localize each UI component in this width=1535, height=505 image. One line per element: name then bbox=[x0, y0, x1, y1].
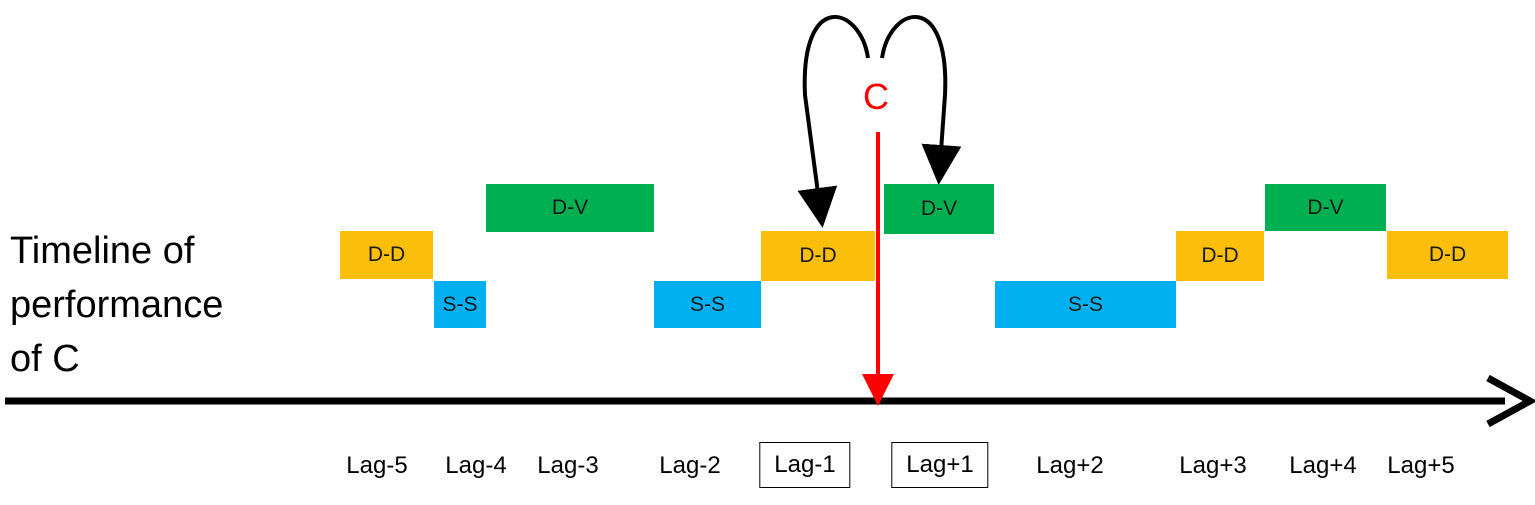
curve-arrow-left bbox=[797, 14, 870, 228]
lag-label: Lag-5 bbox=[346, 452, 408, 479]
block-s-s-3: S-S bbox=[995, 281, 1176, 328]
block-s-s-1: S-S bbox=[434, 281, 486, 328]
block-d-d-2: D-D bbox=[761, 231, 875, 281]
block-s-s-2: S-S bbox=[654, 281, 761, 328]
lag-label-boxed: Lag-1 bbox=[759, 442, 851, 488]
lag-label: Lag-2 bbox=[659, 452, 721, 479]
curve-arrow-right bbox=[880, 14, 962, 185]
lag-label: Lag-4 bbox=[445, 452, 507, 479]
block-d-v-1: D-V bbox=[486, 184, 654, 232]
block-d-d-3: D-D bbox=[1176, 231, 1264, 281]
lag-label: Lag-3 bbox=[537, 452, 599, 479]
title-line-1: Timeline of bbox=[10, 230, 195, 272]
block-d-v-2: D-V bbox=[884, 184, 994, 234]
block-d-d-4: D-D bbox=[1387, 231, 1508, 279]
timeline-axis-arrowhead bbox=[1486, 374, 1535, 428]
diagram-title: Timeline of performance of C bbox=[10, 224, 270, 386]
title-line-2: performance bbox=[10, 284, 224, 326]
block-d-v-3: D-V bbox=[1265, 184, 1386, 231]
marker-label-c: C bbox=[863, 76, 889, 117]
lag-label: Lag+2 bbox=[1036, 452, 1104, 479]
lag-label-boxed: Lag+1 bbox=[891, 442, 989, 488]
block-d-d-1: D-D bbox=[340, 231, 433, 279]
lag-label: Lag+4 bbox=[1289, 452, 1357, 479]
title-line-3: of C bbox=[10, 338, 80, 380]
lag-label: Lag+3 bbox=[1179, 452, 1247, 479]
lag-label: Lag+5 bbox=[1387, 452, 1455, 479]
